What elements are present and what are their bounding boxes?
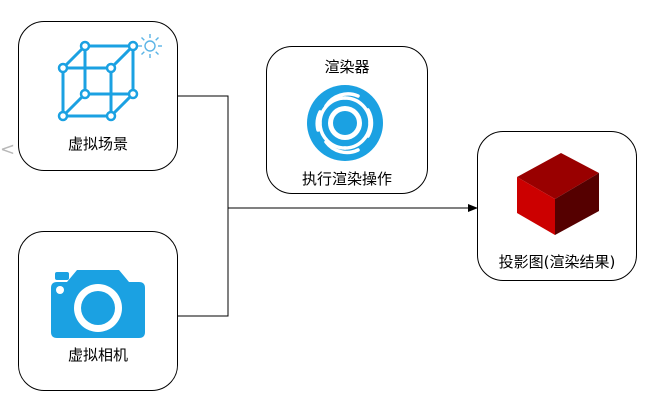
camera-node[interactable]: 虚拟相机	[18, 231, 178, 391]
lens-icon	[307, 85, 383, 161]
solid-cube-icon	[517, 153, 599, 235]
wireframe-cube-icon	[57, 40, 139, 122]
scene-to-junction-line	[178, 95, 229, 208]
renderer-label: 执行渲染操作	[301, 170, 392, 188]
camera-to-junction-line	[178, 208, 229, 317]
renderer-title: 渲染器	[324, 58, 370, 76]
scene-node[interactable]: 虚拟场景	[18, 21, 178, 171]
result-node[interactable]: 投影图(渲染结果)	[477, 131, 637, 281]
camera-label: 虚拟相机	[67, 346, 128, 364]
camera-icon	[51, 270, 145, 338]
scene-label: 虚拟场景	[67, 135, 128, 153]
sun-icon	[138, 34, 162, 58]
renderer-node[interactable]: 渲染器 执行渲染操作	[266, 46, 428, 194]
result-label: 投影图(渲染结果)	[498, 253, 616, 271]
edge-chevron-mark: <	[0, 139, 16, 160]
